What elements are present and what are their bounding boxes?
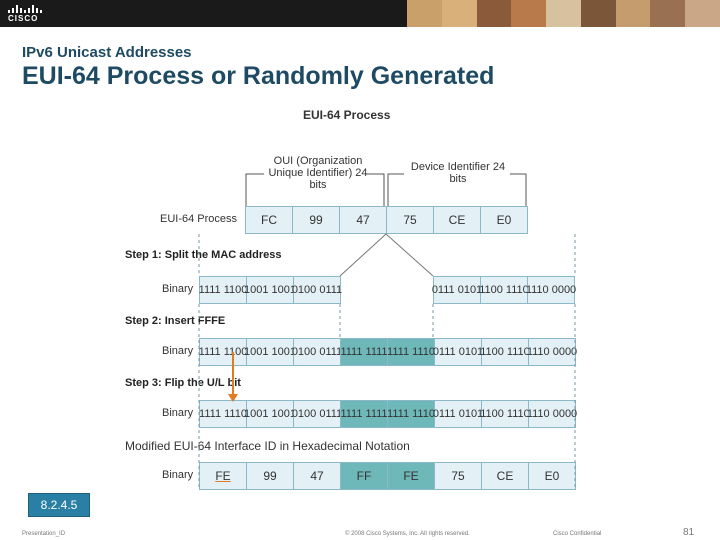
- hex-cell: 99: [246, 462, 294, 490]
- footer-copyright: © 2008 Cisco Systems, Inc. All rights re…: [345, 531, 470, 537]
- slide-subtitle: IPv6 Unicast Addresses: [22, 44, 192, 61]
- binary-cell: 0100 0111: [292, 276, 342, 304]
- header-bar: CISCO: [0, 0, 720, 27]
- header-photo: [615, 0, 651, 27]
- header-photo: [546, 0, 581, 27]
- binary-label-4: Binary: [162, 469, 194, 481]
- cisco-wordmark: CISCO: [8, 14, 39, 23]
- oui-bracket: [245, 173, 385, 206]
- modified-heading: Modified EUI-64 Interface ID in Hexadeci…: [125, 439, 410, 453]
- slide-title: EUI-64 Process or Randomly Generated: [22, 62, 495, 90]
- header-photo-strip: [407, 0, 720, 27]
- binary-cell: 1100 1110: [480, 338, 530, 366]
- header-photo: [441, 0, 477, 27]
- mac-byte-cell: FC: [245, 206, 293, 234]
- binary-cell: 1111 1111: [340, 338, 388, 366]
- oui-label: OUI (Organization Unique Identifier) 24 …: [268, 155, 368, 191]
- binary-cell: 1111 1100: [199, 338, 247, 366]
- mac-byte-cell: 75: [386, 206, 434, 234]
- mac-byte-cell: E0: [480, 206, 528, 234]
- device-id-label: Device Identifier 24 bits: [410, 161, 506, 185]
- mac-byte-cell: 47: [339, 206, 387, 234]
- cisco-bars-icon: [8, 5, 42, 13]
- device-bracket: [387, 173, 527, 206]
- header-photo: [650, 0, 686, 27]
- binary-cell: 0111 0101: [433, 338, 483, 366]
- hex-cell: CE: [481, 462, 529, 490]
- binary-cell: 0111 0101: [433, 400, 483, 428]
- eui-row-label: EUI-64 Process: [160, 213, 238, 225]
- footer-page-number: 81: [683, 527, 695, 538]
- step2-label: Step 2: Insert FFFE: [125, 315, 226, 327]
- binary-label-1: Binary: [162, 283, 194, 295]
- binary-label-2: Binary: [162, 345, 194, 357]
- diagram-heading: EUI-64 Process: [303, 108, 391, 122]
- binary-cell: 1100 1110: [480, 400, 530, 428]
- binary-cell: 1110 0000: [526, 276, 576, 304]
- header-photo: [511, 0, 547, 27]
- binary-cell: 1110 0000: [527, 400, 577, 428]
- split-line: [385, 233, 434, 277]
- mac-byte-cell: CE: [433, 206, 481, 234]
- header-photo: [685, 0, 720, 27]
- binary-cell: 1100 1110: [479, 276, 529, 304]
- cisco-logo: CISCO: [8, 5, 42, 23]
- binary-label-3: Binary: [162, 407, 194, 419]
- binary-cell: 1111 1110: [387, 400, 435, 428]
- step3-label: Step 3: Flip the U/L bit: [125, 377, 241, 389]
- header-photo: [580, 0, 616, 27]
- flipped-bit-cell: 1111 1110: [199, 400, 247, 428]
- step1-label: Step 1: Split the MAC address: [125, 249, 282, 261]
- hex-cell: FE: [387, 462, 435, 490]
- binary-cell: 1001 1001: [244, 276, 296, 304]
- split-line: [339, 233, 387, 277]
- section-badge: 8.2.4.5: [28, 493, 90, 517]
- binary-cell: 1111 1100: [199, 276, 247, 304]
- binary-cell: 0111 0101: [432, 276, 482, 304]
- flip-arrow-icon: [228, 352, 238, 402]
- binary-cell: 1001 1001: [244, 400, 296, 428]
- hex-cell: FF: [340, 462, 388, 490]
- binary-cell: 0100 0111: [292, 400, 342, 428]
- header-photo: [476, 0, 512, 27]
- flipped-byte-cell: FE: [199, 462, 247, 490]
- binary-cell: 1111 1110: [387, 338, 435, 366]
- footer-presentation-id: Presentation_ID: [22, 531, 66, 537]
- hex-cell: E0: [528, 462, 576, 490]
- binary-cell: 1001 1001: [244, 338, 296, 366]
- header-photo: [407, 0, 442, 27]
- footer-confidential: Cisco Confidential: [553, 531, 602, 537]
